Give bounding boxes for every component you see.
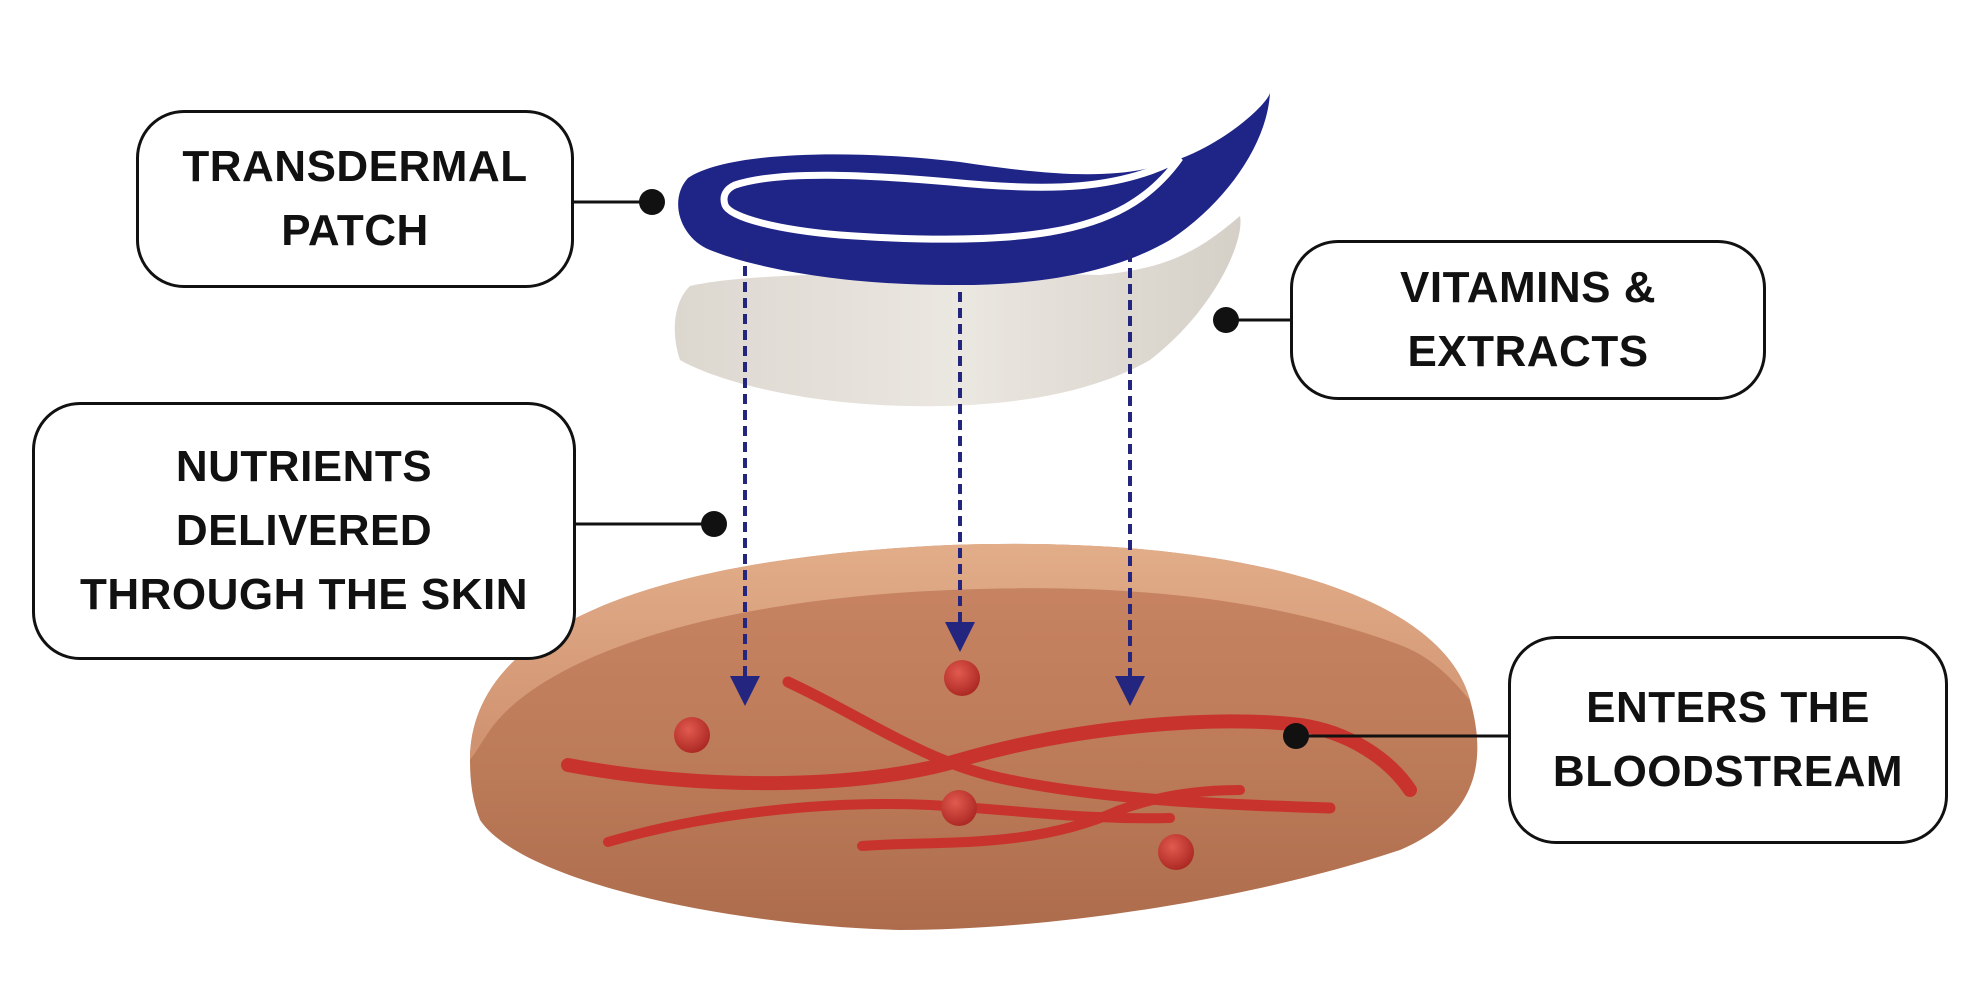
arrow-head [945, 622, 975, 652]
blood-cell [1158, 834, 1194, 870]
callout-line: THROUGH THE SKIN [80, 570, 528, 619]
callout-line: NUTRIENTS [175, 442, 433, 491]
callout-line: VITAMINS & [1400, 263, 1656, 312]
callout-line: TRANSDERMAL [182, 142, 528, 191]
delivery-arrows [743, 250, 1132, 686]
callout-line: DELIVERED [175, 506, 433, 555]
leader-dots [639, 189, 1309, 749]
patch-shape [678, 92, 1270, 286]
callout-line: PATCH [281, 206, 429, 255]
blood-cells [674, 660, 1194, 870]
blood-cell [941, 790, 977, 826]
callout-nutrients-delivered: NUTRIENTS DELIVERED THROUGH THE SKIN [32, 402, 576, 660]
blood-cell [674, 717, 710, 753]
leader-dot [1213, 307, 1239, 333]
callout-vitamins-extracts: VITAMINS & EXTRACTS [1290, 240, 1766, 400]
callout-line: BLOODSTREAM [1552, 747, 1904, 796]
skin-section [470, 543, 1478, 930]
leader-dot [1283, 723, 1309, 749]
blood-cell [944, 660, 980, 696]
callout-line: ENTERS THE [1586, 683, 1870, 732]
arrow-head [1115, 676, 1145, 706]
extracts-layer [674, 216, 1241, 407]
arrow-heads [730, 622, 1145, 706]
callout-transdermal-patch: TRANSDERMAL PATCH [136, 110, 574, 288]
leader-dot [701, 511, 727, 537]
callout-enters-bloodstream: ENTERS THE BLOODSTREAM [1508, 636, 1948, 844]
leader-dot [639, 189, 665, 215]
leader-lines [574, 200, 1508, 738]
callout-line: EXTRACTS [1407, 327, 1649, 376]
arrow-head [730, 676, 760, 706]
